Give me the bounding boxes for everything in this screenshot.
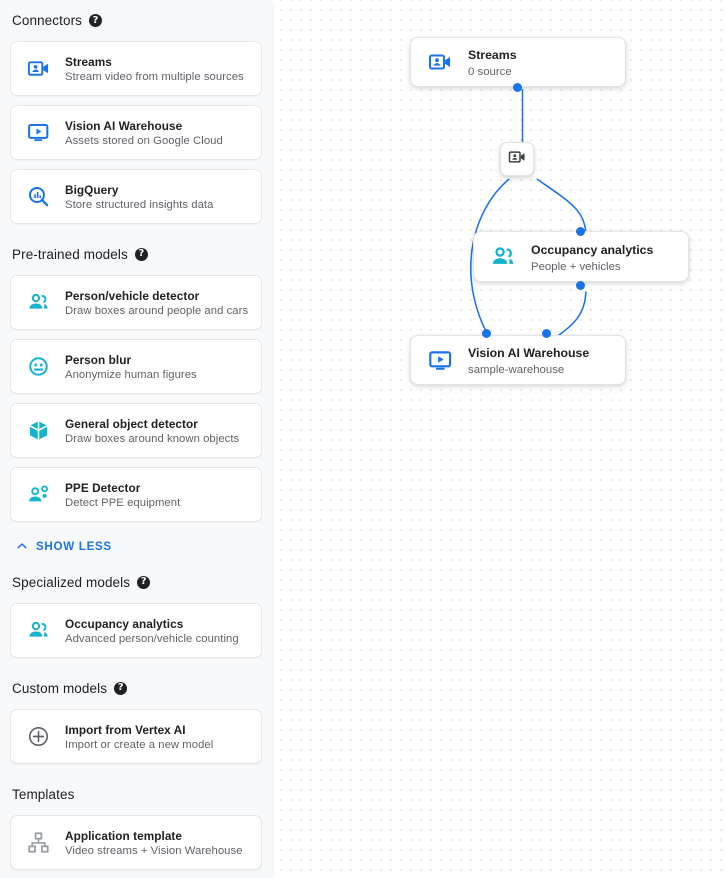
show-less-button[interactable]: SHOW LESS (10, 531, 262, 561)
ppe-person-gear-icon (25, 483, 51, 506)
section-header-pre-trained-models: Pre-trained models? (10, 233, 262, 275)
port-occupancy-input[interactable] (576, 227, 585, 236)
card-title: BigQuery (65, 182, 119, 197)
card-title: Occupancy analytics (65, 616, 184, 631)
canvas-node-streams[interactable]: Streams 0 source (410, 37, 626, 87)
node-text: Streams 0 source (468, 46, 517, 78)
chevron-up-icon (15, 539, 29, 553)
video-camera-person-icon (508, 148, 526, 171)
canvas-node-vision-ai-warehouse[interactable]: Vision AI Warehouse sample-warehouse (410, 335, 626, 385)
section-title: Specialized models (12, 574, 131, 590)
card-subtitle: Draw boxes around known objects (65, 432, 240, 445)
help-icon[interactable]: ? (137, 575, 151, 589)
plus-circle-icon (25, 725, 51, 748)
canvas-node-stream-badge[interactable] (500, 142, 534, 176)
people-group-icon (488, 244, 518, 270)
section-title: Templates (12, 786, 75, 802)
cube-box-icon (25, 419, 51, 442)
port-warehouse-input-right[interactable] (542, 329, 551, 338)
port-warehouse-input-left[interactable] (482, 329, 491, 338)
hierarchy-tree-icon (25, 831, 51, 854)
edge-badge-to-warehouse (470, 178, 510, 341)
bigquery-magnifier-icon (25, 185, 51, 208)
card-subtitle: Video streams + Vision Warehouse (65, 844, 243, 857)
canvas-node-occupancy-analytics[interactable]: Occupancy analytics People + vehicles (473, 231, 689, 282)
card-subtitle: Stream video from multiple sources (65, 70, 244, 83)
card-title: Streams (65, 54, 112, 69)
card-subtitle: Anonymize human figures (65, 368, 197, 381)
card-subtitle: Store structured insights data (65, 198, 214, 211)
card-title: Import from Vertex AI (65, 722, 186, 737)
port-streams-output[interactable] (513, 83, 522, 92)
show-less-label: SHOW LESS (36, 539, 112, 553)
edge-occupancy-to-warehouse (551, 291, 587, 342)
section-header-connectors: Connectors? (10, 0, 262, 41)
section-header-custom-models: Custom models? (10, 667, 262, 709)
monitor-play-icon (425, 348, 455, 373)
card-subtitle: Advanced person/vehicle counting (65, 632, 239, 645)
edge-layer (470, 88, 587, 342)
people-group-icon (25, 619, 51, 642)
card-title: Person blur (65, 352, 132, 367)
card-title: PPE Detector (65, 480, 141, 495)
card-title: General object detector (65, 416, 198, 431)
section-header-templates: Templates (10, 773, 262, 815)
monitor-play-icon (25, 121, 51, 144)
card-title: Vision AI Warehouse (65, 118, 183, 133)
card-subtitle: Draw boxes around people and cars (65, 304, 249, 317)
card-subtitle: Detect PPE equipment (65, 496, 181, 509)
section-header-specialized-models: Specialized models? (10, 561, 262, 603)
node-subtitle: People + vehicles (531, 260, 621, 273)
card-title: Application template (65, 828, 183, 843)
node-title: Vision AI Warehouse (468, 346, 590, 360)
graph-canvas[interactable]: Streams 0 source (272, 0, 725, 878)
help-icon[interactable]: ? (134, 247, 148, 261)
card-subtitle: Assets stored on Google Cloud (65, 134, 223, 147)
section-title: Custom models (12, 680, 108, 696)
people-group-icon (25, 291, 51, 314)
card-title: Person/vehicle detector (65, 288, 200, 303)
node-subtitle: 0 source (468, 66, 512, 78)
video-camera-person-icon (25, 57, 51, 80)
node-subtitle: sample-warehouse (468, 364, 565, 376)
face-blur-icon (25, 355, 51, 378)
node-text: Occupancy analytics People + vehicles (531, 241, 653, 273)
card-subtitle: Import or create a new model (65, 738, 214, 751)
section-title: Pre-trained models (12, 246, 128, 262)
video-camera-person-icon (425, 50, 455, 74)
edge-badge-to-occupancy (536, 178, 587, 234)
node-title: Streams (468, 48, 517, 62)
port-occupancy-output[interactable] (576, 281, 585, 290)
section-title: Connectors (12, 13, 83, 28)
node-title: Occupancy analytics (531, 242, 654, 257)
node-text: Vision AI Warehouse sample-warehouse (468, 344, 589, 376)
help-icon[interactable]: ? (89, 14, 103, 27)
help-icon[interactable]: ? (114, 681, 128, 695)
